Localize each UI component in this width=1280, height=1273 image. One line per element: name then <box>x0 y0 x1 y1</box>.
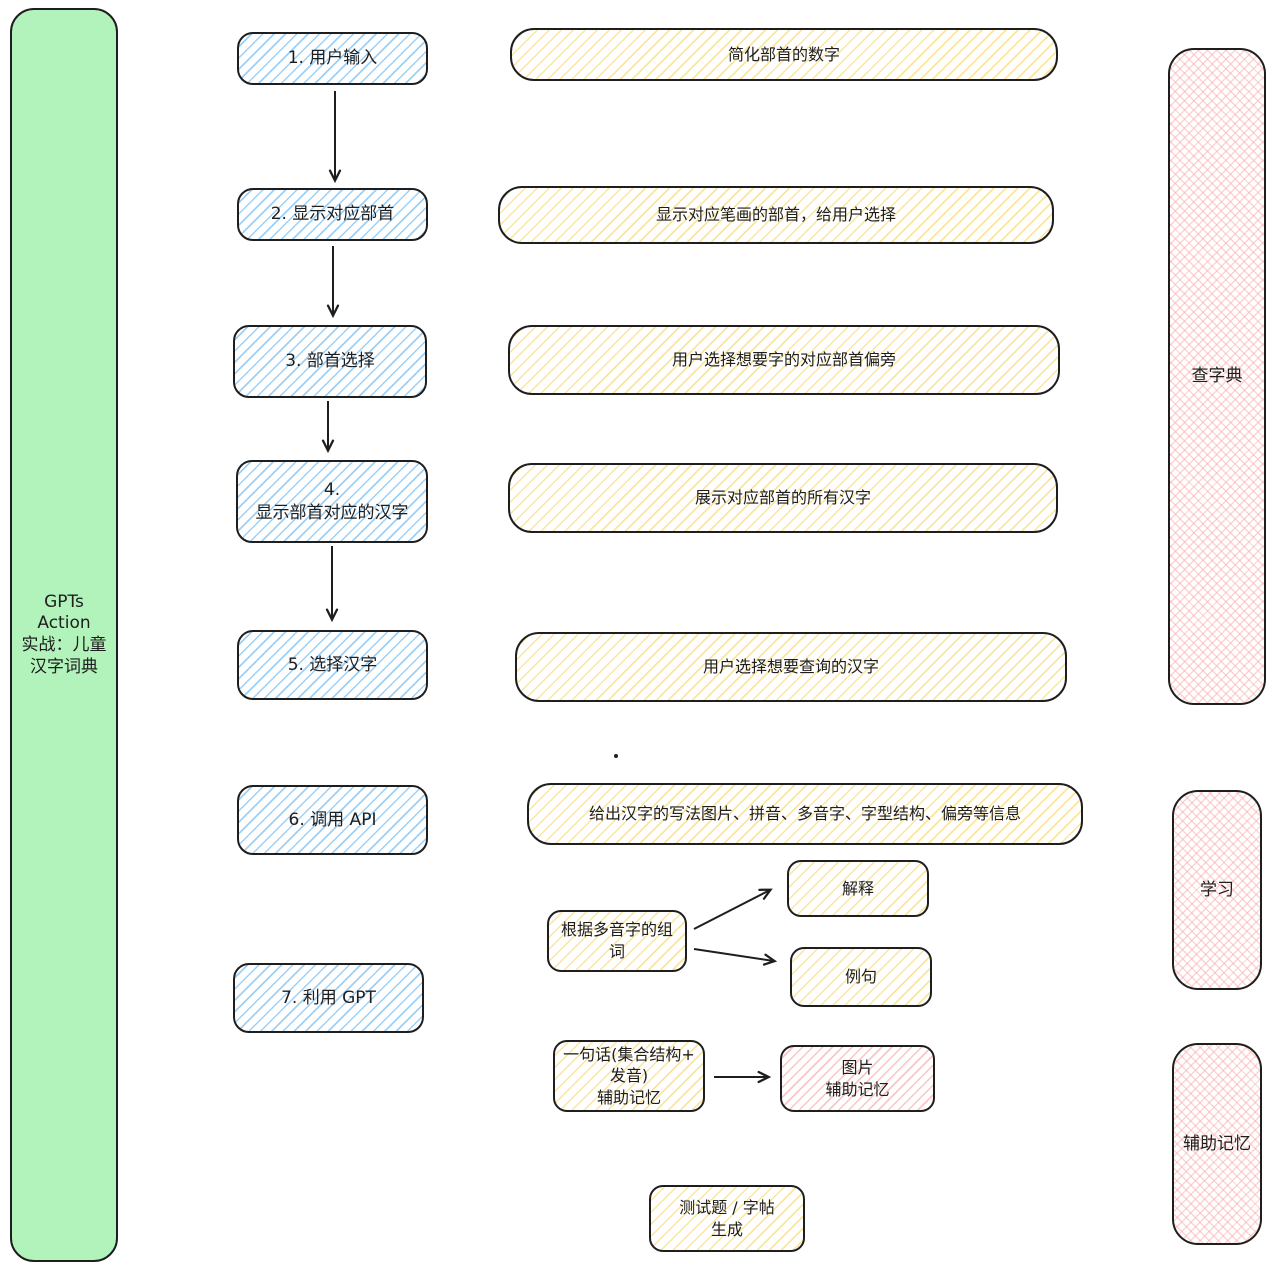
title-panel: GPTs Action 实战：儿童 汉字词典 <box>10 8 118 1262</box>
step-5-select-character: 5. 选择汉字 <box>237 630 428 700</box>
step-7-use-gpt: 7. 利用 GPT <box>233 963 424 1033</box>
branch-polyphone-words: 根据多音字的组 词 <box>547 910 687 972</box>
note-character-info: 给出汉字的写法图片、拼音、多音字、字型结构、偏旁等信息 <box>527 783 1083 845</box>
title-line: Action <box>37 613 91 634</box>
arrow-polyphone-explanation <box>693 890 770 930</box>
note-show-stroke-radicals: 显示对应笔画的部首，给用户选择 <box>498 186 1054 244</box>
step-2-show-radicals: 2. 显示对应部首 <box>237 188 428 241</box>
note-user-select-radical: 用户选择想要字的对应部首偏旁 <box>508 325 1060 395</box>
stray-dot <box>614 754 618 758</box>
title-line: 汉字词典 <box>30 656 98 677</box>
category-memory-aid: 辅助记忆 <box>1172 1043 1262 1245</box>
title-line: 实战：儿童 <box>21 635 107 655</box>
arrow-polyphone-example <box>693 948 774 961</box>
title-line: GPTs <box>44 591 84 612</box>
step-1-user-input: 1. 用户输入 <box>237 32 428 85</box>
quiz-copybook: 测试题 / 字帖 生成 <box>649 1185 805 1252</box>
step-3-radical-select: 3. 部首选择 <box>233 325 427 398</box>
step-6-call-api: 6. 调用 API <box>237 785 428 855</box>
mnemonic-sentence: 一句话(集合结构+ 发音) 辅助记忆 <box>553 1040 705 1112</box>
note-user-select-character: 用户选择想要查询的汉字 <box>515 632 1067 702</box>
category-dictionary: 查字典 <box>1168 48 1266 705</box>
step-4-show-characters: 4. 显示部首对应的汉字 <box>236 460 428 543</box>
branch-explanation: 解释 <box>787 860 929 917</box>
note-show-all-characters: 展示对应部首的所有汉字 <box>508 463 1058 533</box>
note-simplify-number: 简化部首的数字 <box>510 28 1058 81</box>
mnemonic-image: 图片 辅助记忆 <box>780 1045 935 1112</box>
branch-example-sentence: 例句 <box>790 947 932 1007</box>
category-learning: 学习 <box>1172 790 1262 990</box>
